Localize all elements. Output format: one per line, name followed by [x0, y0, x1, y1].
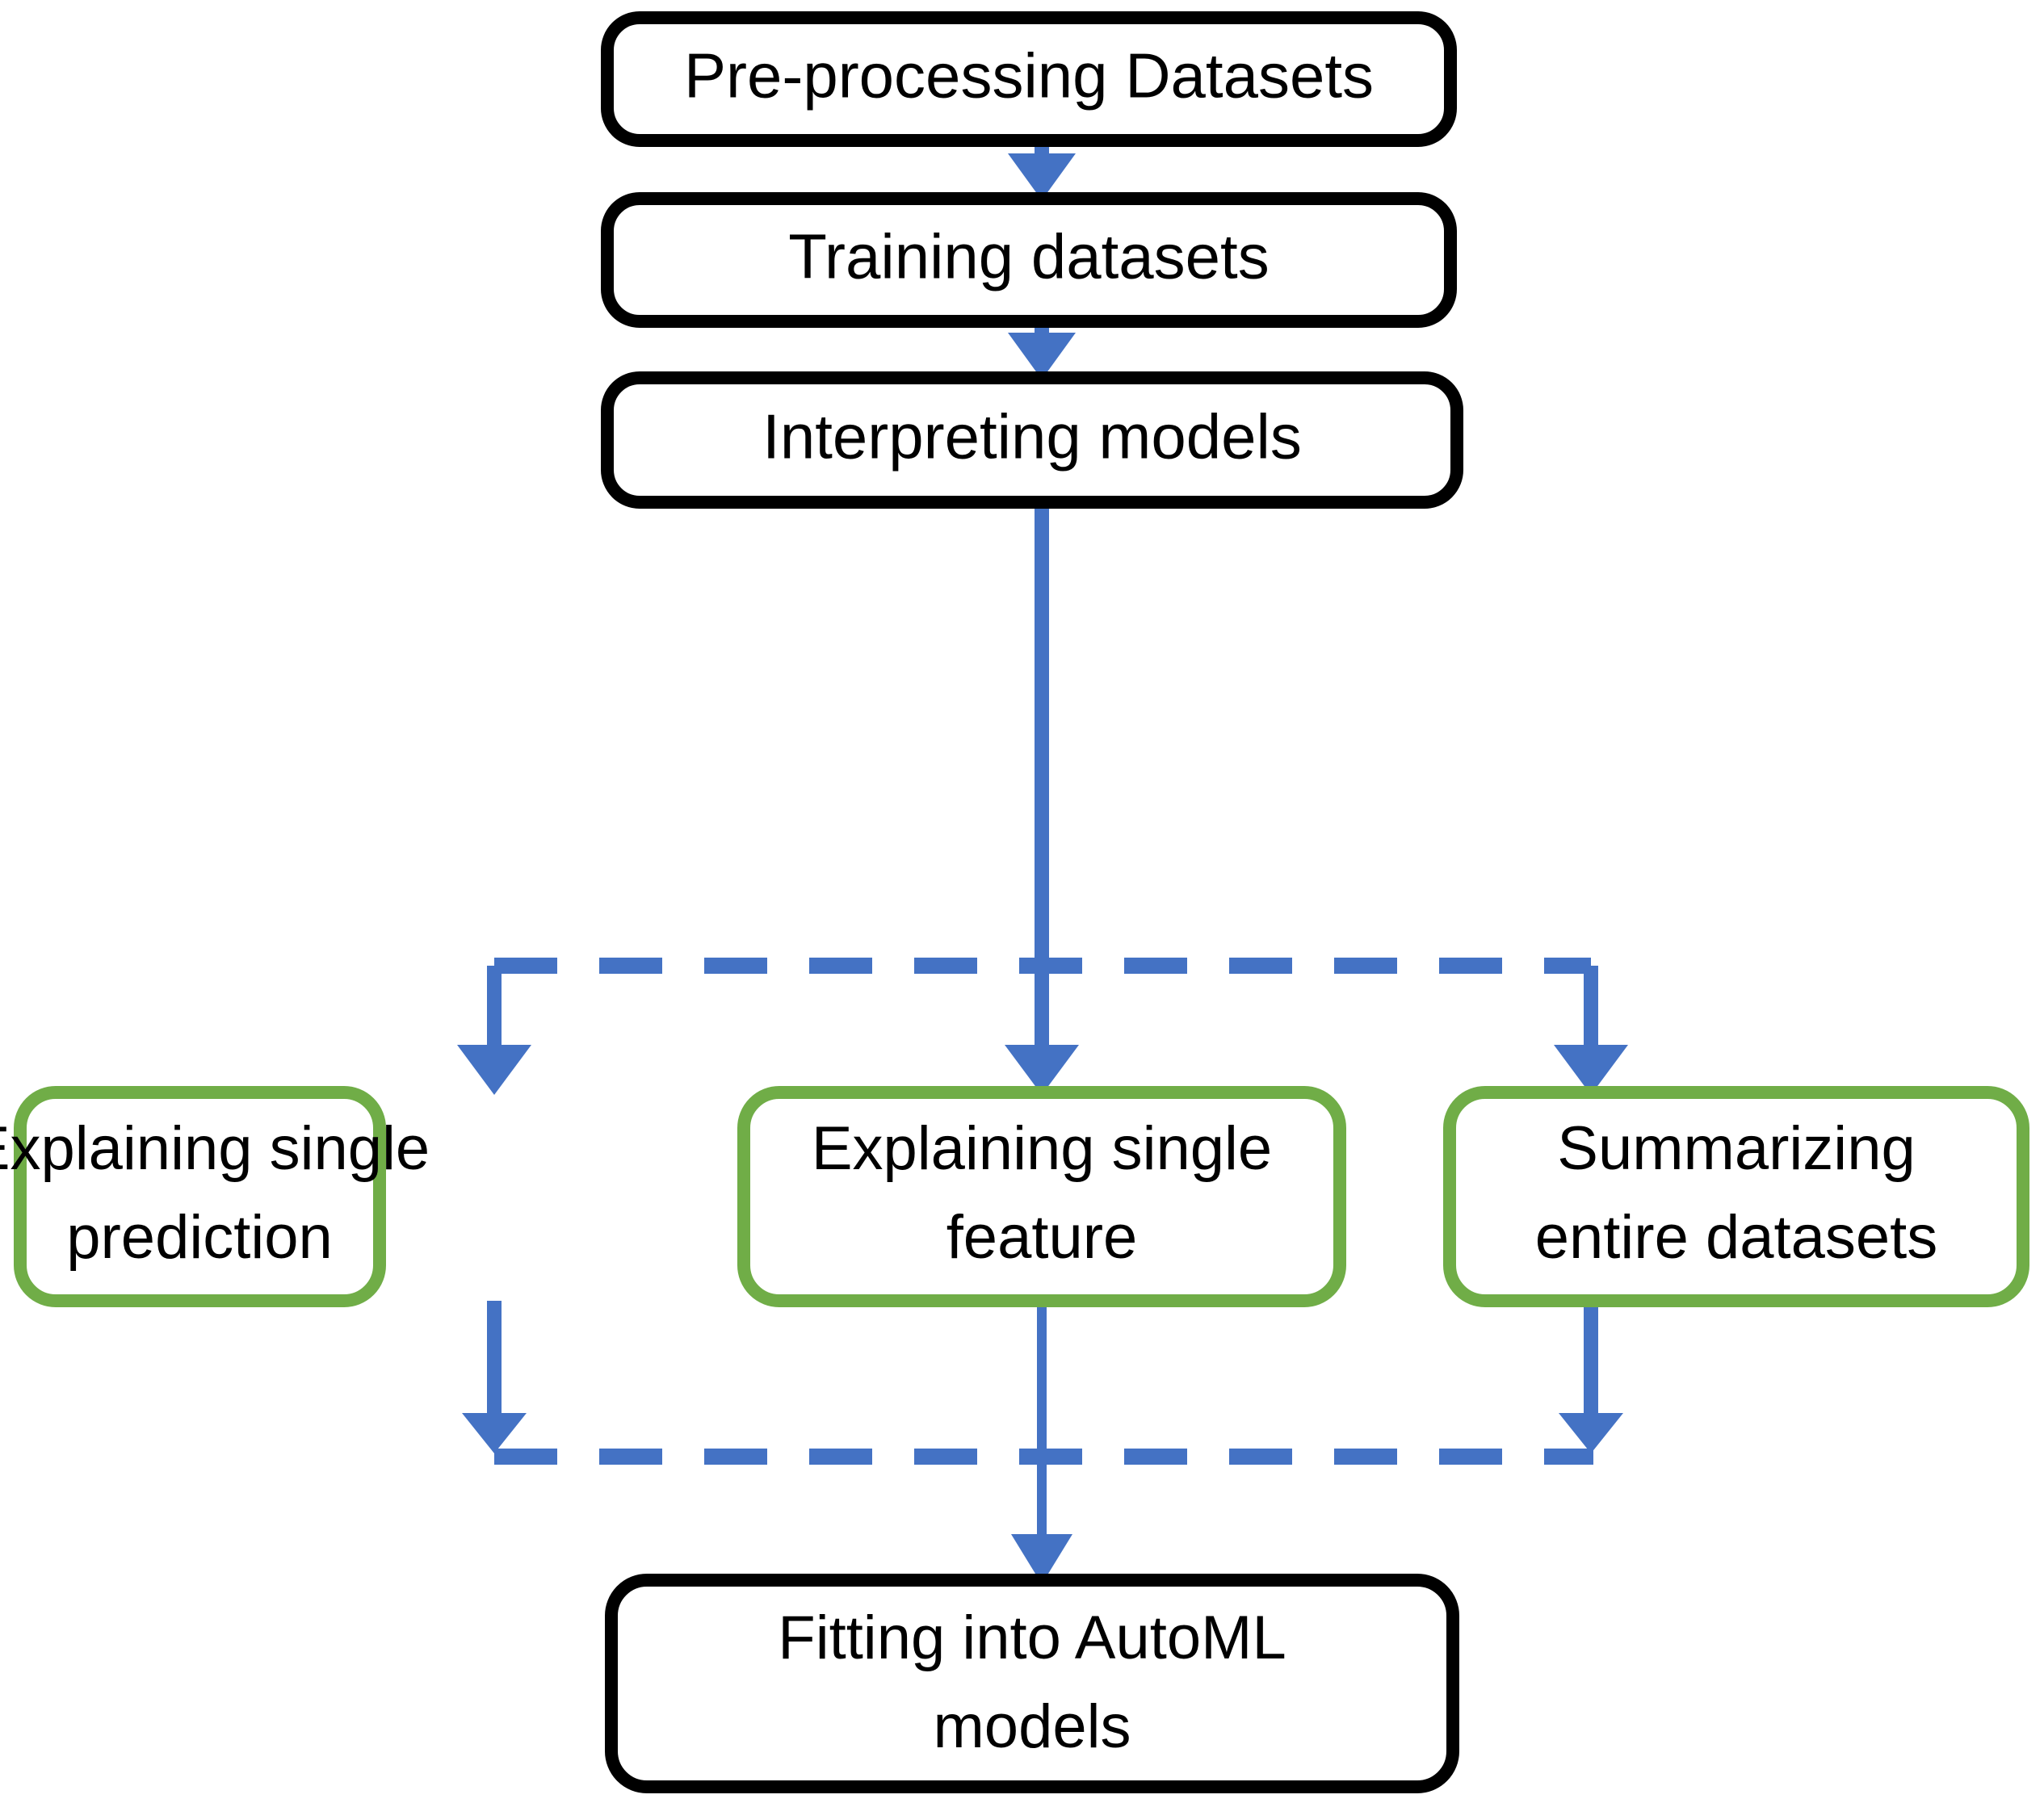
node-label-summarizing-entire-datasets-line-1: Summarizing: [1557, 1114, 1915, 1183]
node-explaining-single-feature[interactable]: Explaining single feature: [737, 1086, 1346, 1307]
node-label-explaining-single-feature-line-2: feature: [946, 1203, 1138, 1272]
node-label-pre-processing-datasets: Pre-processing Datasets: [684, 40, 1374, 111]
node-fitting-into-automl-models[interactable]: Fitting into AutoML models: [605, 1574, 1459, 1793]
node-label-fitting-into-automl-models-line-2: models: [934, 1692, 1131, 1761]
node-box: [14, 1086, 386, 1307]
node-box: [601, 192, 1457, 328]
node-box: [737, 1086, 1346, 1307]
edge-interpreting-to-feature: [1005, 502, 1079, 1095]
node-pre-processing-datasets[interactable]: Pre-processing Datasets: [601, 11, 1457, 147]
edge-bus-to-prediction: [457, 966, 531, 1095]
node-box: [601, 11, 1457, 147]
node-label-training-datasets: Training datasets: [788, 221, 1269, 292]
node-box: [605, 1574, 1459, 1793]
node-box: [601, 371, 1463, 509]
connectors-layer: [457, 140, 1628, 1584]
edge-summarizing-to-merge-bus: [1559, 1301, 1623, 1453]
edge-bus-to-summarizing: [1554, 966, 1628, 1095]
nodes-layer: Pre-processing Datasets Training dataset…: [0, 11, 2029, 1793]
edge-preprocessing-to-training: [1008, 140, 1076, 200]
node-label-fitting-into-automl-models-line-1: Fitting into AutoML: [778, 1604, 1286, 1672]
node-label-explaining-single-prediction-line-1: Explaining single: [0, 1114, 430, 1183]
edge-prediction-to-merge-bus: [462, 1301, 527, 1453]
node-label-interpreting-models: Interpreting models: [762, 401, 1302, 472]
edge-merge-to-automl: [1011, 1301, 1072, 1584]
node-box: [1443, 1086, 2029, 1307]
node-label-explaining-single-prediction-line-2: prediction: [66, 1203, 333, 1272]
node-training-datasets[interactable]: Training datasets: [601, 192, 1457, 328]
edge-training-to-interpreting: [1008, 321, 1076, 379]
node-interpreting-models[interactable]: Interpreting models: [601, 371, 1463, 509]
node-label-explaining-single-feature-line-1: Explaining single: [812, 1114, 1272, 1183]
node-label-summarizing-entire-datasets-line-2: entire datasets: [1535, 1203, 1938, 1272]
node-summarizing-entire-datasets[interactable]: Summarizing entire datasets: [1443, 1086, 2029, 1307]
node-explaining-single-prediction[interactable]: Explaining single prediction: [0, 1086, 430, 1307]
